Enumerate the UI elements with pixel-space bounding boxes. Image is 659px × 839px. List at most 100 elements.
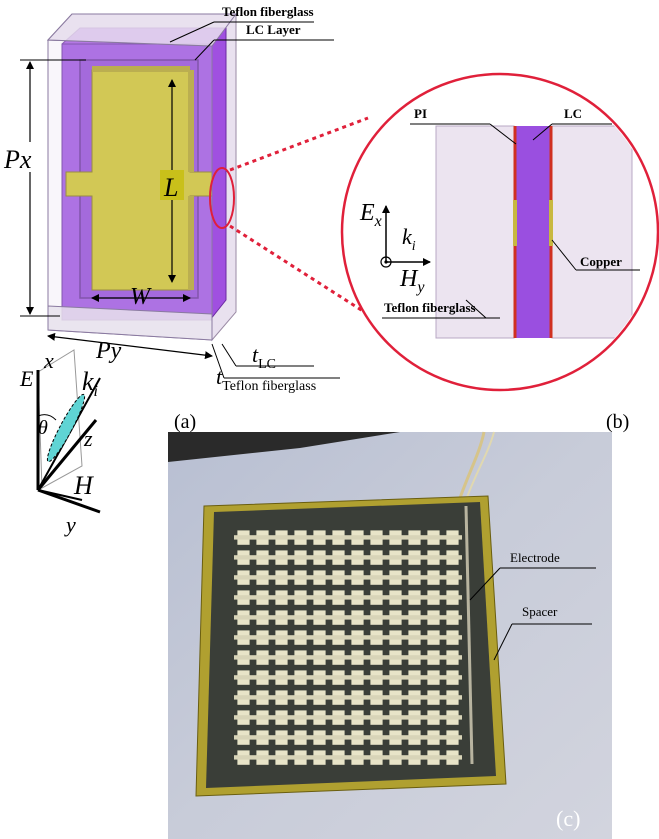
- label-py: Py: [95, 338, 122, 364]
- unit-cell-tab: [348, 595, 367, 600]
- label-teflon-top: Teflon fiberglass: [222, 4, 314, 19]
- unit-cell-tab: [443, 735, 462, 740]
- unit-cell-tab: [405, 695, 424, 700]
- unit-cell-tab: [405, 555, 424, 560]
- unit-cell-tab: [234, 755, 253, 760]
- coordinate-system: E x ki θ z H y: [19, 348, 101, 537]
- unit-cell-tab: [291, 735, 310, 740]
- unit-cell-tab: [291, 755, 310, 760]
- leader-teflon: [465, 299, 487, 319]
- unit-cell-tab: [424, 715, 443, 720]
- unit-cell-tab: [405, 735, 424, 740]
- panel-b-label: (b): [606, 411, 629, 433]
- unit-cell-tab: [424, 555, 443, 560]
- unit-cell-tab: [234, 535, 253, 540]
- label-spacer: Spacer: [522, 604, 558, 619]
- unit-cell-tab: [443, 655, 462, 660]
- unit-cell-tab: [443, 595, 462, 600]
- panel-c-label: (c): [556, 806, 580, 831]
- unit-cell-tab: [424, 695, 443, 700]
- unit-cell-tab: [253, 595, 272, 600]
- field-k: ki: [402, 224, 416, 254]
- unit-cell-tab: [329, 655, 348, 660]
- unit-cell-tab: [348, 755, 367, 760]
- unit-cell-tab: [253, 615, 272, 620]
- label-px: Px: [3, 145, 32, 174]
- label-lc-layer: LC Layer: [246, 22, 301, 37]
- unit-cell-tab: [310, 715, 329, 720]
- unit-cell-tab: [424, 615, 443, 620]
- unit-cell-tab: [386, 575, 405, 580]
- unit-cell-tab: [234, 675, 253, 680]
- axis-theta-label: θ: [38, 417, 48, 439]
- unit-cell-tab: [443, 575, 462, 580]
- unit-cell-tab: [443, 555, 462, 560]
- leader-teflon-top: [169, 21, 215, 43]
- unit-cell-tab: [234, 695, 253, 700]
- unit-cell-tab: [291, 575, 310, 580]
- unit-cell-tab: [291, 655, 310, 660]
- unit-cell-tab: [348, 575, 367, 580]
- label-w: W: [130, 284, 152, 310]
- unit-cell-tab: [310, 535, 329, 540]
- label-tlc: tLC: [252, 342, 276, 372]
- field-e: Ex: [359, 200, 382, 230]
- glass-panel: [206, 502, 496, 788]
- unit-cell-tab: [367, 735, 386, 740]
- unit-cell-tab: [253, 735, 272, 740]
- unit-cell-tab: [329, 575, 348, 580]
- unit-cell-tab: [348, 695, 367, 700]
- axis-y-line: [37, 488, 101, 514]
- zoom-connector-bottom: [229, 224, 381, 324]
- unit-cell-tab: [310, 675, 329, 680]
- unit-cell-tab: [272, 695, 291, 700]
- unit-cell-tab: [386, 675, 405, 680]
- unit-cell-tab: [272, 595, 291, 600]
- unit-cell-tab: [272, 675, 291, 680]
- patch-right-edge: [188, 70, 194, 172]
- unit-cell-tab: [253, 675, 272, 680]
- unit-cell-tab: [367, 575, 386, 580]
- unit-cell-tab: [272, 535, 291, 540]
- unit-cell-tab: [291, 555, 310, 560]
- unit-cell-tab: [367, 675, 386, 680]
- unit-cell-grid: [234, 530, 462, 765]
- unit-cell-tab: [443, 755, 462, 760]
- axis-y-label: y: [64, 512, 76, 537]
- unit-cell-tab: [348, 655, 367, 660]
- label-teflon-b: Teflon fiberglass: [384, 300, 476, 315]
- unit-cell-tab: [310, 615, 329, 620]
- unit-cell-tab: [405, 715, 424, 720]
- unit-cell-tab: [348, 715, 367, 720]
- unit-cell-tab: [348, 735, 367, 740]
- unit-cell-tab: [367, 715, 386, 720]
- unit-cell-tab: [310, 575, 329, 580]
- axis-e-label: E: [19, 366, 34, 391]
- unit-cell-tab: [234, 615, 253, 620]
- unit-cell-tab: [234, 595, 253, 600]
- unit-cell-tab: [367, 555, 386, 560]
- patch-top-edge: [92, 66, 190, 72]
- unit-cell-tab: [443, 715, 462, 720]
- unit-cell-tab: [443, 675, 462, 680]
- unit-cell-tab: [386, 555, 405, 560]
- unit-cell-tab: [329, 715, 348, 720]
- unit-cell-tab: [367, 595, 386, 600]
- label-pi: PI: [414, 106, 427, 121]
- unit-cell-tab: [234, 635, 253, 640]
- py-dimension: [47, 332, 213, 360]
- unit-cell-tab: [367, 655, 386, 660]
- unit-cell-tab: [424, 735, 443, 740]
- unit-cell-tab: [253, 655, 272, 660]
- unit-cell-tab: [405, 675, 424, 680]
- leader-copper: [551, 239, 577, 271]
- label-l: L: [163, 173, 178, 202]
- unit-cell-tab: [272, 555, 291, 560]
- unit-cell-tab: [291, 535, 310, 540]
- patch-right-edge-2: [188, 196, 194, 290]
- leader-electrode: [469, 567, 501, 601]
- unit-cell-tab: [234, 555, 253, 560]
- unit-cell-tab: [272, 575, 291, 580]
- unit-cell-tab: [291, 675, 310, 680]
